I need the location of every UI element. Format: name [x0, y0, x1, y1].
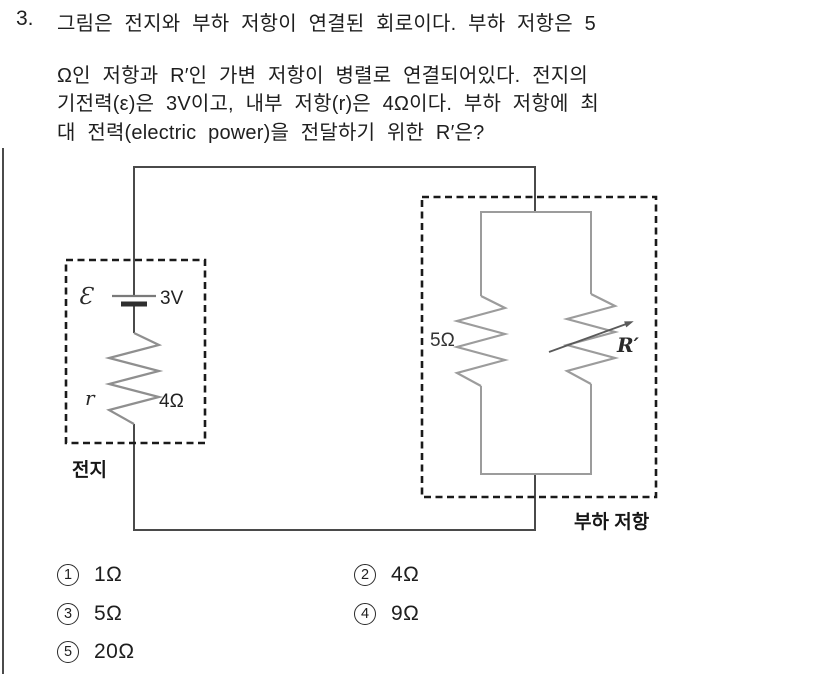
variable-resistor-zigzag-icon	[562, 293, 620, 385]
option-2-circle-number: 2	[354, 564, 376, 586]
fixed-resistor-zigzag-icon	[452, 295, 510, 387]
question-text-line-4: 대 전력(electric power)을 전달하기 위한 R′은?	[57, 122, 485, 144]
wire-top-loop	[133, 166, 536, 296]
battery-box-label: 전지	[72, 460, 107, 481]
option-4-circle-number: 4	[354, 603, 376, 625]
internal-resistance-symbol-label: r	[85, 386, 95, 410]
page-edge-line	[2, 148, 4, 674]
question-text-line-1: 그림은 전지와 부하 저항이 연결된 회로이다. 부하 저항은 5	[57, 13, 596, 35]
option-1-circle-number: 1	[57, 564, 79, 586]
option-4[interactable]: 4 9Ω	[354, 602, 419, 626]
emf-value-label: 3V	[160, 288, 184, 309]
option-3-circle-number: 3	[57, 603, 79, 625]
question-text-line-3: 기전력(ε)은 3V이고, 내부 저항(r)은 4Ω이다. 부하 저항에 최	[57, 93, 599, 115]
load-box-label: 부하 저항	[574, 512, 650, 533]
option-1-label: 1Ω	[94, 563, 123, 586]
load-dashed-box	[420, 195, 658, 499]
variable-resistor-arrow-icon	[548, 322, 630, 353]
variable-resistor-arrowhead-icon	[624, 321, 634, 328]
option-3[interactable]: 3 5Ω	[57, 602, 122, 626]
option-5-circle-number: 5	[57, 641, 79, 663]
battery-dashed-box	[64, 258, 207, 445]
internal-resistor-zigzag-icon	[104, 332, 164, 425]
option-5-label: 20Ω	[94, 640, 135, 663]
parallel-branch-top-wire	[480, 211, 592, 296]
variable-resistor-label: R′	[617, 333, 639, 357]
emf-symbol-label: Ɛ	[78, 284, 93, 310]
question-number: 3.	[16, 7, 34, 30]
option-4-label: 9Ω	[391, 602, 420, 625]
fixed-resistor-value-label: 5Ω	[430, 330, 455, 351]
option-5[interactable]: 5 20Ω	[57, 640, 135, 664]
parallel-branch-bottom-wire	[480, 384, 592, 475]
option-3-label: 5Ω	[94, 602, 123, 625]
wire-bottom-loop	[133, 424, 536, 531]
option-2[interactable]: 2 4Ω	[354, 563, 419, 587]
question-text-line-2: Ω인 저항과 R′인 가변 저항이 병렬로 연결되어있다. 전지의	[57, 65, 588, 87]
option-2-label: 4Ω	[391, 563, 420, 586]
internal-resistance-value-label: 4Ω	[159, 391, 184, 412]
option-1[interactable]: 1 1Ω	[57, 563, 122, 587]
